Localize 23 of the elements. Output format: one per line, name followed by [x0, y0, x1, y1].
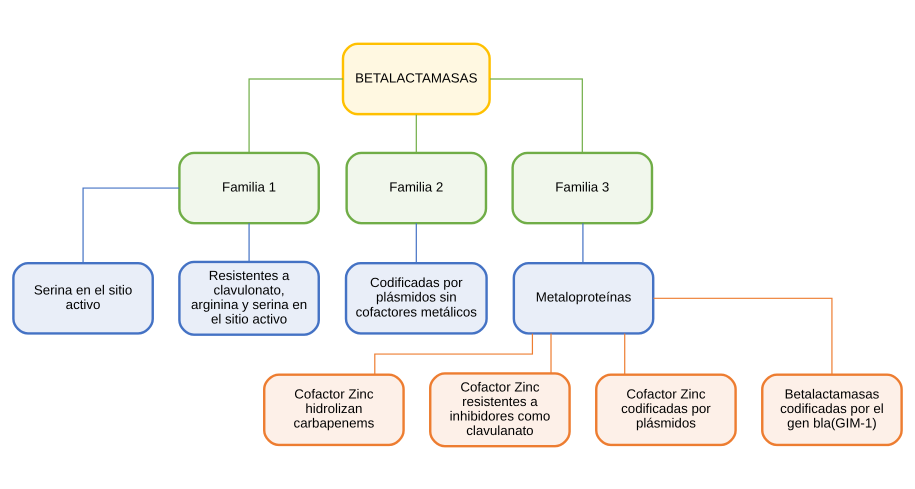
connector — [248, 78, 343, 152]
node-box: Familia 1 — [178, 151, 320, 224]
connector — [582, 222, 584, 263]
connector — [248, 222, 250, 262]
node-box: Resistentes a clavulonato, arginina y serina en el sitio activo — [178, 260, 320, 336]
connector — [82, 186, 180, 263]
node-box: Metaloproteínas — [512, 261, 654, 334]
node-box: Familia 2 — [345, 151, 488, 224]
connector — [653, 297, 833, 374]
node-box: Betalactamasas codificadas por el gen bla(GIM-1) — [761, 372, 903, 446]
connector — [624, 333, 626, 374]
node-box: Codificadas por plásmidos sin cofactores metálicos — [344, 261, 488, 334]
connector — [490, 78, 583, 152]
node-box: Cofactor Zinc hidrolizan carbapenems — [263, 372, 405, 446]
connector — [374, 333, 534, 374]
connector — [416, 222, 417, 263]
node-box: Cofactor Zinc resistentes a inhibidores como clavulanato — [429, 372, 571, 447]
node-box: Serina en el sitio activo — [12, 261, 154, 334]
node-box: BETALACTAMASAS — [342, 42, 491, 115]
connector — [550, 333, 552, 373]
connector — [416, 114, 417, 152]
node-box: Familia 3 — [511, 151, 654, 224]
node-box: Cofactor Zinc codificadas por plásmidos — [595, 372, 737, 446]
